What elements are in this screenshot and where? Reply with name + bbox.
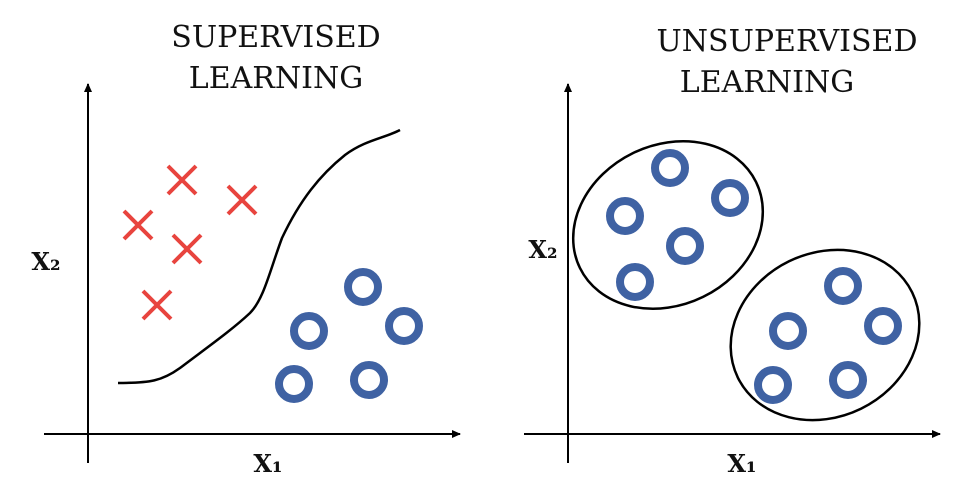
- cluster-2-boundary: [729, 248, 921, 422]
- unsupervised-x-label: X₁: [727, 449, 756, 478]
- ring-icon: [616, 263, 654, 301]
- cluster-1-rings: [606, 149, 749, 301]
- cross-icon: [171, 233, 203, 265]
- cross-icon: [122, 209, 154, 241]
- unsupervised-y-label: X₂: [528, 235, 557, 264]
- decision-boundary: [117, 128, 401, 385]
- ring-icon: [385, 307, 423, 345]
- ring-icon: [651, 149, 689, 187]
- ring-icon: [711, 179, 749, 217]
- ring-icon: [344, 268, 382, 306]
- unsupervised-title-line2: LEARNING: [680, 65, 854, 100]
- supervised-title-line2: LEARNING: [189, 61, 363, 96]
- ring-icon: [754, 366, 792, 404]
- cluster-1-boundary: [571, 139, 765, 311]
- ring-icon: [606, 197, 644, 235]
- ring-icon: [829, 361, 867, 399]
- cross-icon: [226, 184, 258, 216]
- ring-icon: [769, 312, 807, 350]
- ring-icon: [666, 227, 704, 265]
- unsupervised-panel: UNSUPERVISED LEARNING X₂ X₁: [524, 24, 941, 478]
- ring-icon: [290, 312, 328, 350]
- supervised-y-label: X₂: [31, 247, 60, 276]
- cluster-2-rings: [754, 267, 902, 404]
- class-b-rings: [275, 268, 423, 403]
- ring-icon: [864, 307, 902, 345]
- ring-icon: [275, 365, 313, 403]
- supervised-x-label: X₁: [253, 449, 282, 478]
- unsupervised-title-line1: UNSUPERVISED: [657, 24, 918, 59]
- class-a-crosses: [122, 164, 258, 321]
- ring-icon: [824, 267, 862, 305]
- cross-icon: [166, 164, 198, 196]
- supervised-title-line1: SUPERVISED: [171, 20, 380, 55]
- supervised-panel: SUPERVISED LEARNING X₂ X₁: [31, 20, 461, 478]
- ring-icon: [350, 361, 388, 399]
- cross-icon: [141, 289, 173, 321]
